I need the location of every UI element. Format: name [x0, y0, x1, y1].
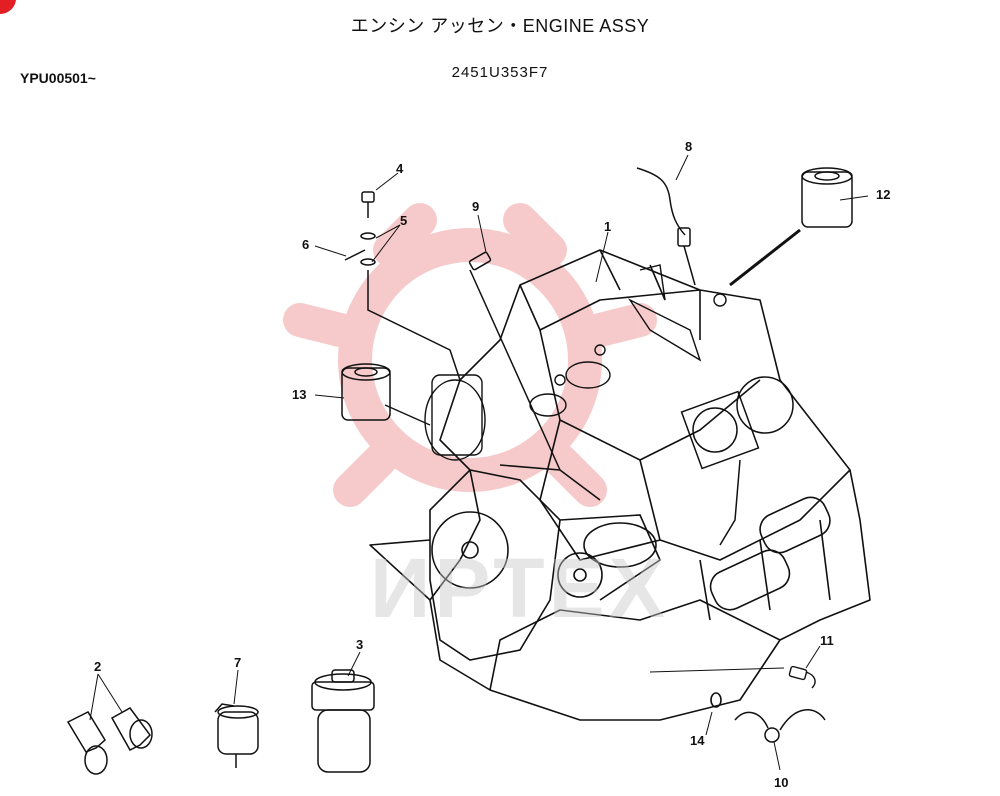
- callout-5: 5: [400, 213, 408, 228]
- callout-12: 12: [876, 187, 891, 202]
- callout-9: 9: [472, 199, 480, 214]
- diagram-title: エンシン アッセン・ENGINE ASSY: [350, 16, 650, 36]
- gear-watermark-logo: [283, 203, 657, 507]
- part-7-component: [214, 703, 259, 768]
- part-14-oring: [710, 692, 722, 708]
- callout-8: 8: [685, 139, 693, 154]
- filter-housing: [384, 374, 486, 461]
- part-2-caps: [66, 707, 153, 775]
- part-12-filter: [729, 167, 853, 287]
- serial-range: YPU00501~: [20, 70, 96, 86]
- part-8-sensor: [636, 167, 696, 286]
- callout-11: 11: [820, 633, 834, 648]
- callout-2: 2: [94, 659, 102, 674]
- callout-10: 10: [774, 775, 789, 790]
- part-9-plug: [468, 251, 561, 471]
- parts-4-5-6-fittings: [344, 191, 461, 381]
- callout-1: 1: [604, 219, 612, 234]
- callout-6: 6: [302, 237, 310, 252]
- callout-4: 4: [396, 161, 404, 176]
- leader-lines: [89, 154, 869, 771]
- part-3-canister: [311, 669, 375, 773]
- part-11-switch: [788, 665, 816, 689]
- part-13-filter: [341, 363, 391, 421]
- starter-motor: [680, 376, 794, 546]
- callout-13: 13: [292, 387, 307, 402]
- corner-mark: [0, 0, 16, 15]
- part-10-sensor: [734, 709, 826, 743]
- watermark-text: ИРТЕХ: [370, 541, 669, 635]
- callout-7: 7: [234, 655, 242, 670]
- callout-3: 3: [356, 637, 364, 652]
- callout-14: 14: [690, 733, 705, 748]
- part-number: 2451U353F7: [451, 64, 549, 81]
